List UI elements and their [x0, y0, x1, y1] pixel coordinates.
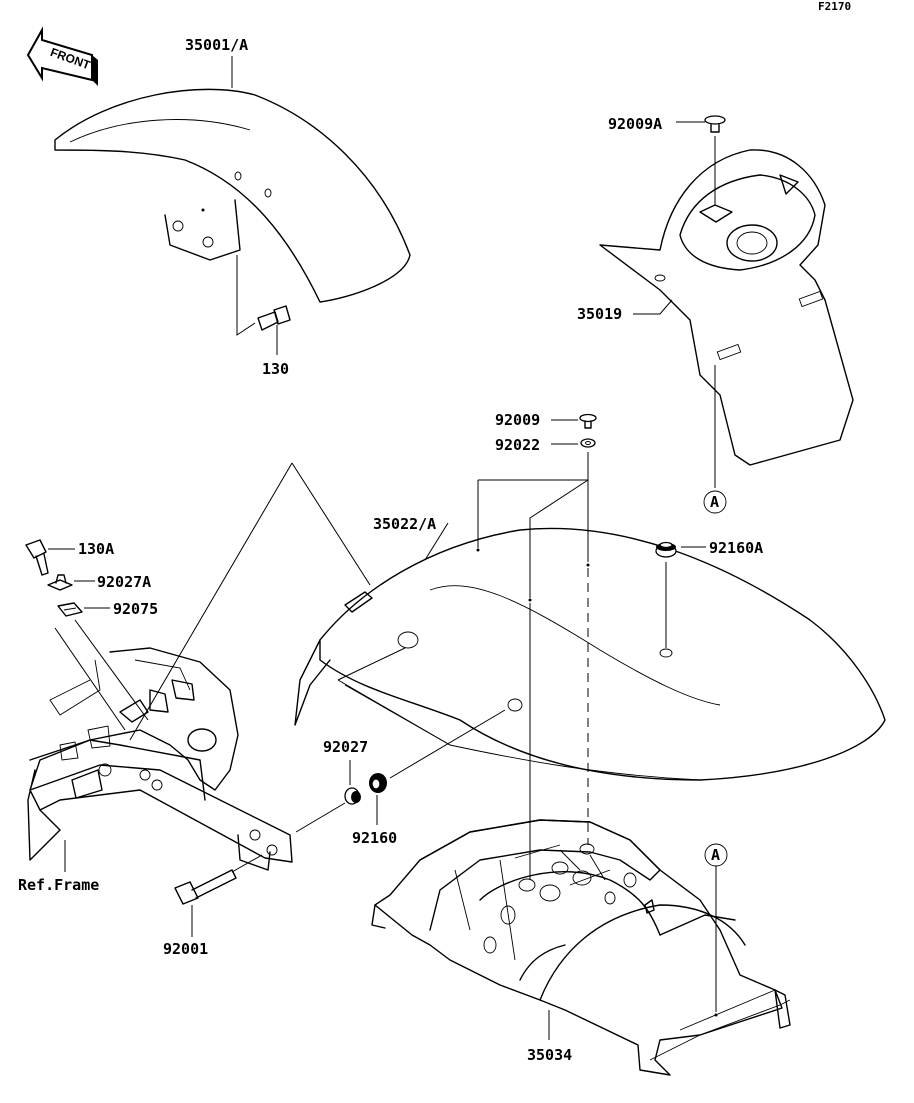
- label-92027: 92027: [323, 738, 368, 756]
- label-a-top: A: [710, 493, 719, 511]
- label-35022: 35022/A: [373, 515, 436, 533]
- label-92009: 92009: [495, 411, 540, 429]
- label-35019: 35019: [577, 305, 622, 323]
- rear-fender: [294, 527, 886, 781]
- label-130A: 130A: [78, 540, 114, 558]
- label-92022: 92022: [495, 436, 540, 454]
- ref-a-circle-top: [703, 490, 727, 514]
- grommet-92160A: [655, 541, 677, 558]
- label-a-bottom: A: [711, 846, 720, 864]
- collar-92027: [344, 787, 361, 805]
- front-fender-bolt: [257, 305, 291, 331]
- rear-screw-92009A: [704, 115, 726, 133]
- fender-stay: [371, 819, 791, 1076]
- label-92160: 92160: [352, 829, 397, 847]
- front-fender: [54, 88, 411, 303]
- damper-92075: [57, 602, 83, 617]
- label-92075: 92075: [113, 600, 158, 618]
- grommet-92160: [369, 773, 387, 793]
- label-92009A: 92009A: [608, 115, 662, 133]
- front-arrow-icon: FRONT: [26, 26, 98, 86]
- bolt-92001: [174, 869, 237, 905]
- label-92160A: 92160A: [709, 539, 763, 557]
- label-130: 130: [262, 360, 289, 378]
- figure-number: F2170: [818, 0, 851, 13]
- label-35001: 35001/A: [185, 36, 248, 54]
- frame-section: [27, 647, 293, 871]
- collar-92027A: [47, 574, 73, 591]
- tail-light-bracket: [599, 149, 854, 466]
- flange-bolt-130A: [25, 539, 49, 576]
- label-35034: 35034: [527, 1046, 572, 1064]
- label-92027A: 92027A: [97, 573, 151, 591]
- label-ref-frame: Ref.Frame: [18, 876, 99, 894]
- rear-washer-92022: [580, 438, 596, 448]
- rear-screw-92009: [579, 413, 597, 429]
- label-92001: 92001: [163, 940, 208, 958]
